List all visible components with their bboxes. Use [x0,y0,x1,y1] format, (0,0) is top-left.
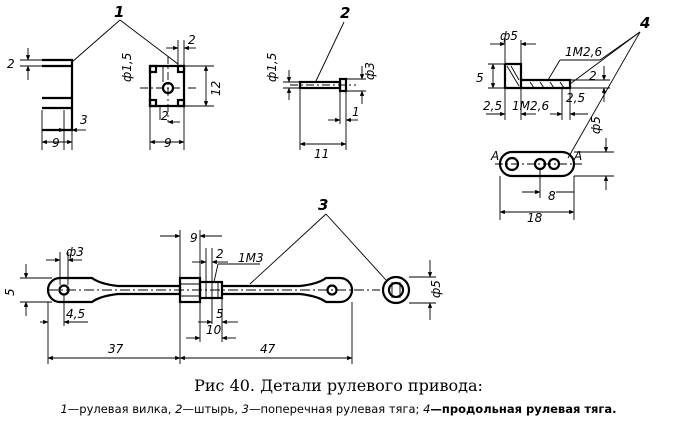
legend-num-4: 4 [423,402,431,416]
part-1-dim-3: 3 [80,113,88,127]
part-1-dim-2-bottom: 2 [161,109,169,123]
part-2-dim-dia-3: ф3 [363,62,377,80]
figure-legend: 1—рулевая вилка, 2—штырь, 3—поперечная р… [0,402,677,416]
part-1-dim-12: 12 [209,81,223,96]
part-3-dim-dia-5: ф5 [429,280,443,298]
part-4-section-a-right: A [573,149,582,163]
legend-text-4: —продольная рулевая тяга. [430,402,617,416]
part-1-dim-9-side: 9 [52,136,60,150]
part-3-dim-47: 47 [260,342,276,356]
legend-num-3: 3 [241,402,249,416]
legend-num-2: 2 [175,402,183,416]
part-3-dim-4-5: 4,5 [66,307,85,321]
part-4-dim-thread-top: 1M2,6 [565,45,602,59]
part-4-dim-18: 18 [527,211,543,225]
part-4-dim-5: 5 [476,71,484,85]
part-3-dim-5-mid: 5 [216,307,224,321]
part-4-dim-thread-bottom: 1M2,6 [512,99,549,113]
part-1-dim-9-front: 9 [164,136,172,150]
part-1-dim-2-thickness: 2 [7,57,15,71]
part-4-dim-2-5-left: 2,5 [483,99,502,113]
part-4-longitudinal-rod: 4 ф5 1M2,6 5 2 2,5 1M2,6 2,5 ф5 A A 8 18 [476,14,650,225]
part-3-transverse-rod: 3 ф3 9 2 1M3 5 4,5 5 10 ф5 37 47 [3,196,443,364]
part-2-label: 2 [340,4,350,22]
part-4-dim-2-5-right: 2,5 [566,91,585,105]
part-3-dim-37: 37 [108,342,124,356]
part-4-dim-2: 2 [589,69,597,83]
legend-num-1: 1 [60,402,68,416]
part-1-dim-hole-dia: ф1,5 [120,53,134,82]
part-3-dim-9: 9 [190,231,198,245]
part-3-dim-dia-3: ф3 [66,245,84,259]
part-4-label: 4 [639,14,650,32]
part-1-label: 1 [114,3,124,21]
part-3-dim-10: 10 [206,323,222,337]
legend-text-3: —поперечная рулевая тяга; [248,402,424,416]
part-1-dim-2-top: 2 [188,33,196,47]
part-2-dim-11: 11 [314,147,329,161]
part-3-dim-thread: 1M3 [238,251,264,265]
part-4-dim-dia-5-plan: ф5 [589,116,603,134]
part-4-section-a-left: A [490,149,499,163]
part-1-steering-fork: 1 2 3 9 ф1,5 2 12 2 9 [7,3,223,150]
legend-text-2: —штырь, [182,402,242,416]
legend-text-1: —рулевая вилка, [67,402,176,416]
part-3-dim-5-left: 5 [3,288,17,296]
part-2-dim-1: 1 [352,105,360,119]
part-3-label: 3 [318,196,328,214]
part-3-dim-2: 2 [216,247,224,261]
figure-title: Рис 40. Детали рулевого привода: [194,376,483,395]
part-4-dim-8: 8 [548,189,556,203]
part-4-dim-dia-5-top: ф5 [500,29,518,43]
part-2-pin: 2 ф1,5 ф3 1 11 [265,4,377,161]
part-2-dim-dia-1-5: ф1,5 [265,53,279,82]
